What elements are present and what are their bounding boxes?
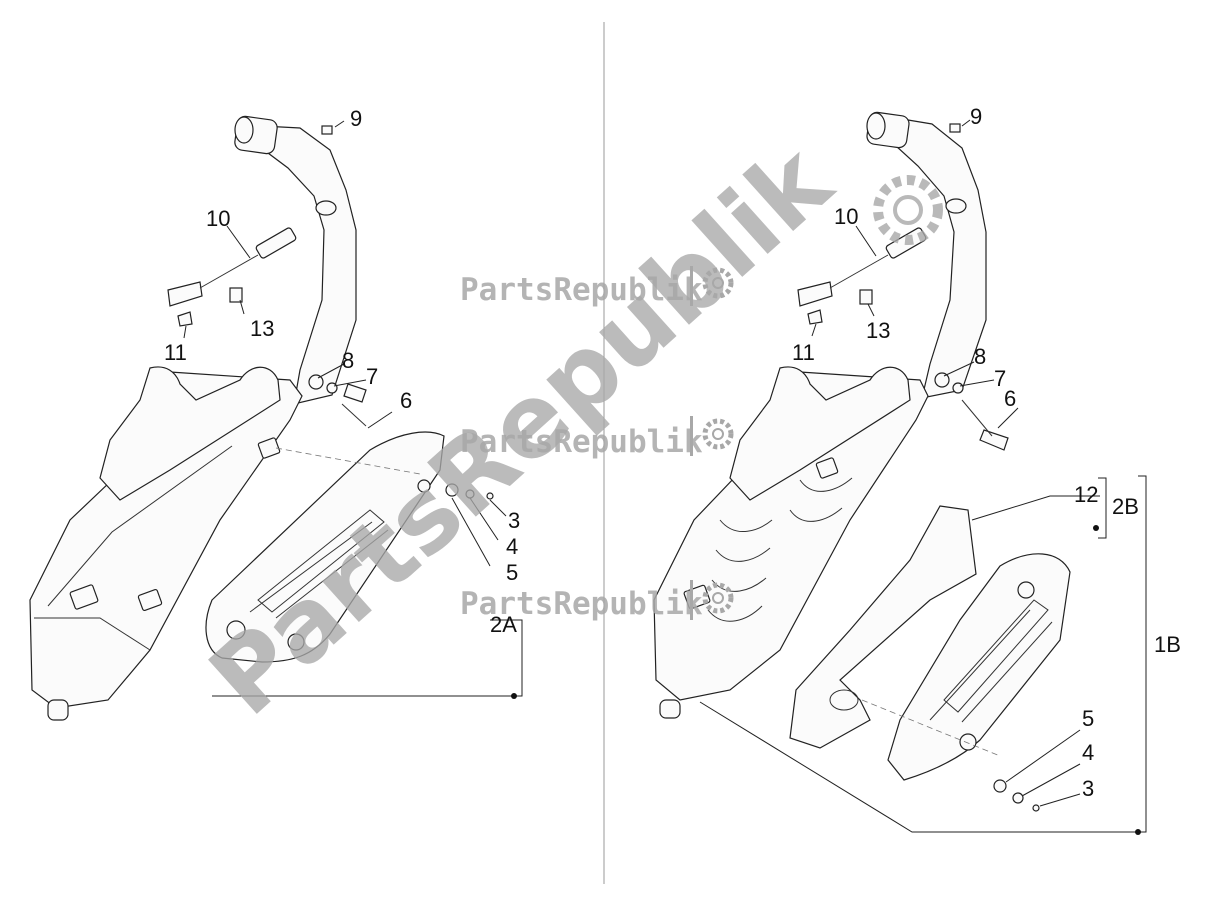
svg-text:PartsRepublik: PartsRepublik (460, 586, 703, 622)
callout-8-right: 8 (974, 344, 986, 369)
washer-5-right (993, 779, 1007, 793)
svg-text:PartsRepublik: PartsRepublik (460, 424, 703, 460)
exhaust-pipe-right (866, 111, 987, 399)
callout-9-right: 9 (970, 104, 982, 129)
clip-9-right (949, 123, 961, 133)
gear-icon (702, 267, 734, 299)
leaders-left (183, 120, 523, 699)
callout-4-left: 4 (506, 534, 518, 559)
watermark-brand-2: PartsRepublik (460, 416, 734, 460)
screw-3-right (1032, 804, 1040, 812)
callout-5-right: 5 (1082, 706, 1094, 731)
heat-shield-left (205, 431, 445, 663)
gear-icon (702, 418, 734, 450)
callout-11-right: 11 (792, 340, 815, 365)
callout-3-right: 3 (1082, 776, 1094, 801)
callout-10-left: 10 (206, 206, 230, 231)
muffler-right (653, 366, 929, 719)
washer-8-left (308, 374, 324, 390)
callout-11-left: 11 (164, 340, 187, 365)
callout-7-right: 7 (994, 366, 1006, 391)
watermark-brand-1: PartsRepublik (460, 266, 734, 308)
callout-4-right: 4 (1082, 740, 1094, 765)
connector-10-left (167, 281, 203, 307)
right-panel: 9 10 11 13 8 7 6 12 2B 1B 5 4 3 (653, 104, 1181, 835)
gear-icon (873, 175, 943, 245)
callout-2b-right: 2B (1112, 494, 1139, 519)
callout-12-right: 12 (1074, 482, 1098, 507)
callout-2a-left: 2A (490, 612, 517, 637)
bolt-6-right (979, 429, 1009, 451)
clip-9-left (321, 125, 333, 135)
connector-10-right (797, 281, 833, 307)
gear-icon (702, 582, 734, 614)
clip-11-left (177, 311, 193, 327)
callout-9-left: 9 (350, 106, 362, 131)
watermark-brand-3: PartsRepublik (460, 580, 734, 622)
gasket-12-right (789, 505, 977, 749)
svg-text:PartsRepublik: PartsRepublik (460, 272, 703, 308)
heat-shield-right (887, 553, 1071, 781)
callout-10-right: 10 (834, 204, 858, 229)
washer-8-right (934, 372, 950, 388)
washer-7-right (952, 382, 964, 394)
callout-6-right: 6 (1004, 386, 1016, 411)
callout-5-left: 5 (506, 560, 518, 585)
hardware-left (167, 125, 494, 500)
washer-7-left (326, 382, 338, 394)
washer-4-left (445, 483, 459, 497)
callout-6-left: 6 (400, 388, 412, 413)
exhaust-pipe-left (234, 115, 357, 405)
washer-4-right (1012, 792, 1024, 804)
clip-13-left (229, 287, 243, 303)
left-panel: 9 10 11 13 8 7 6 3 4 5 2A (29, 106, 523, 721)
muffler-left (29, 366, 303, 721)
clip-13-right (859, 289, 873, 305)
callout-7-left: 7 (366, 364, 378, 389)
callout-1b-right: 1B (1154, 632, 1181, 657)
callout-3-left: 3 (508, 508, 520, 533)
leaders-right (699, 119, 1147, 835)
callout-13-left: 13 (250, 316, 274, 341)
callout-8-left: 8 (342, 348, 354, 373)
clip-11-right (807, 309, 823, 325)
bolt-6-left (343, 383, 367, 403)
callout-13-right: 13 (866, 318, 890, 343)
